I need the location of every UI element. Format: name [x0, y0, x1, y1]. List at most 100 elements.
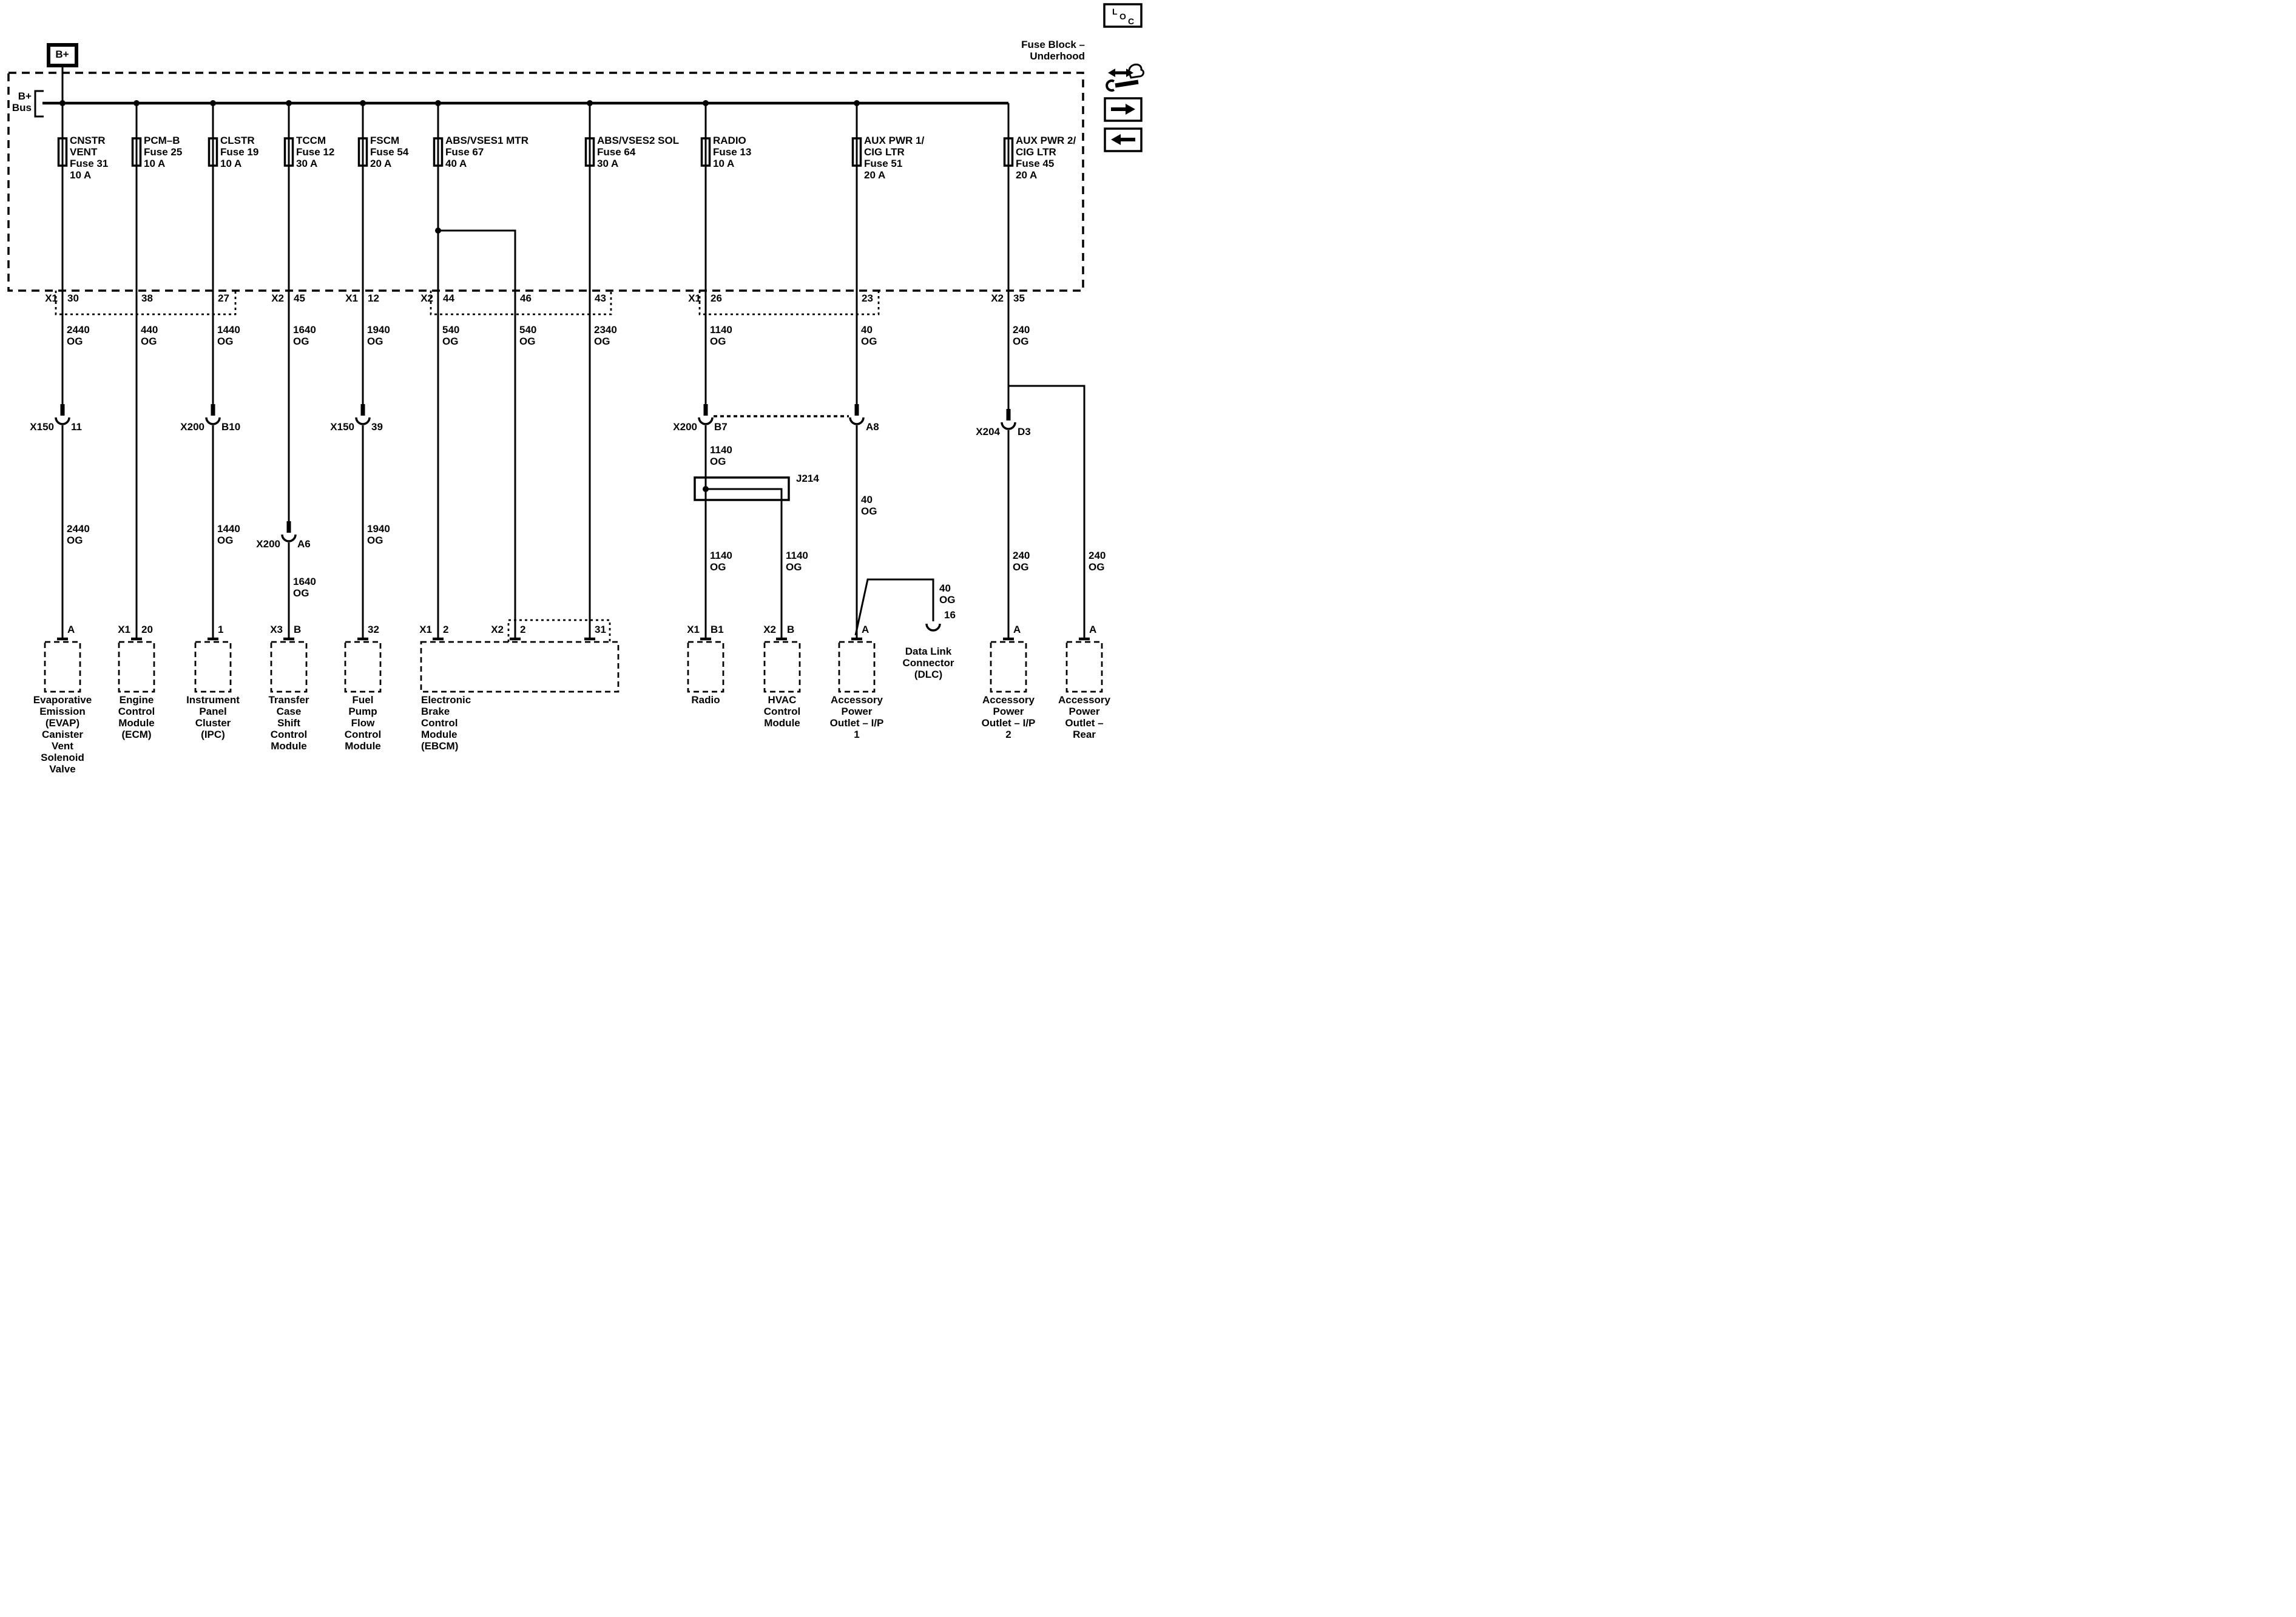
fuse-symbol	[359, 138, 367, 166]
wire-label: 1640 OG	[293, 576, 316, 599]
fuse-symbol	[702, 138, 710, 166]
comp-pin: 20	[141, 624, 153, 635]
wire-label: 2440 OG	[67, 324, 90, 347]
wire-label: 2340 OG	[594, 324, 617, 347]
wire-label: 40 OG	[861, 324, 877, 347]
inline-conn-pin: B10	[221, 421, 241, 433]
loc-letter-o: O	[1119, 12, 1126, 21]
fuse-symbol	[285, 138, 293, 166]
wire-label: 1440 OG	[217, 324, 240, 347]
wire-label: 540 OG	[442, 324, 460, 347]
wire-label: 2440 OG	[67, 523, 90, 546]
component-name: Accessory Power Outlet – Rear	[1058, 694, 1110, 740]
b-plus-label: B+	[55, 49, 69, 60]
component-boxes	[45, 642, 1102, 692]
wire-rear-outlet	[1008, 386, 1084, 639]
service-info-icon[interactable]	[1107, 64, 1143, 90]
inline-conn-pin: A8	[866, 421, 879, 433]
inline-conn-name: X200	[256, 538, 280, 550]
block-pin: 26	[711, 292, 722, 304]
fuse-label: ABS/VSES1 MTR Fuse 67 40 A	[445, 135, 528, 169]
inline-conn-name: X200	[673, 421, 697, 433]
b-plus-terminal-box	[49, 45, 76, 66]
fuse-block-title: Fuse Block – Underhood	[1021, 39, 1085, 62]
wire-label: 240 OG	[1089, 550, 1106, 573]
fuse-symbol	[133, 138, 141, 166]
component-name: Evaporative Emission (EVAP) Canister Ven…	[33, 694, 92, 775]
block-pin-conn: X2	[420, 292, 433, 304]
block-pin: 12	[368, 292, 379, 304]
block-pin-conn: X1	[45, 292, 58, 304]
dlc-name: Data Link Connector (DLC)	[902, 646, 954, 680]
comp-pin: A	[67, 624, 75, 635]
comp-pin-conn: X3	[270, 624, 283, 635]
component-name: Accessory Power Outlet – I/P 1	[829, 694, 884, 740]
wire-dlc-branch	[856, 579, 933, 635]
block-pin: 23	[862, 292, 873, 304]
wire-label: 240 OG	[1013, 324, 1030, 347]
block-pin: 43	[595, 292, 606, 304]
fuse-symbol	[59, 138, 67, 166]
fuse-symbols	[59, 138, 1013, 166]
fuse-symbol	[853, 138, 861, 166]
ipc-box	[195, 642, 231, 692]
fuse-symbol	[1005, 138, 1013, 166]
tcscm-box	[271, 642, 306, 692]
prev-page-icon[interactable]	[1105, 129, 1141, 151]
schematic-graphics	[0, 0, 1148, 808]
comp-pin-conn: X2	[491, 624, 504, 635]
fuse-block-border	[8, 73, 1083, 291]
block-pin-conn: X1	[688, 292, 701, 304]
wire-label: 1440 OG	[217, 523, 240, 546]
comp-pin: 2	[520, 624, 526, 635]
wire-label: 1640 OG	[293, 324, 316, 347]
loc-letter-l: L	[1112, 7, 1118, 16]
fuse-label: TCCM Fuse 12 30 A	[296, 135, 335, 169]
fuse-label: CLSTR Fuse 19 10 A	[220, 135, 259, 169]
fuse-label: AUX PWR 2/ CIG LTR Fuse 45 20 A	[1016, 135, 1076, 181]
fuse-label: RADIO Fuse 13 10 A	[713, 135, 752, 169]
comp-pin: 32	[368, 624, 379, 635]
comp-pin: 2	[443, 624, 449, 635]
block-pin: 46	[520, 292, 532, 304]
comp-pin: 1	[218, 624, 224, 635]
block-pin: 45	[294, 292, 305, 304]
wire-label: 240 OG	[1013, 550, 1030, 573]
fuse-symbol	[209, 138, 217, 166]
outlet-ip1-box	[839, 642, 874, 692]
component-name: Radio	[691, 694, 720, 706]
wire-label: 440 OG	[141, 324, 158, 347]
inline-conn-name: X204	[976, 426, 1000, 437]
fuse-label: AUX PWR 1/ CIG LTR Fuse 51 20 A	[864, 135, 925, 181]
comp-pin-conn: X1	[687, 624, 700, 635]
block-pin-conn: X2	[991, 292, 1004, 304]
fuse-label: PCM–B Fuse 25 10 A	[144, 135, 183, 169]
fuse-label: FSCM Fuse 54 20 A	[370, 135, 409, 169]
wire-label: 1940 OG	[367, 324, 390, 347]
component-name: HVAC Control Module	[763, 694, 801, 729]
bus-label: B+ Bus	[12, 90, 32, 113]
evap-box	[45, 642, 80, 692]
loc-button-box[interactable]	[1104, 4, 1141, 27]
comp-pin: B	[294, 624, 302, 635]
comp-pin: B	[787, 624, 795, 635]
fpfcm-box	[345, 642, 380, 692]
dlc-pin-label: 16	[944, 609, 956, 621]
wire-hvac	[706, 489, 782, 639]
block-pin: 30	[67, 292, 79, 304]
block-pin: 27	[218, 292, 229, 304]
comp-pin: A	[1089, 624, 1097, 635]
next-page-icon[interactable]	[1105, 98, 1141, 121]
wire-label: 540 OG	[519, 324, 537, 347]
component-name: Electronic Brake Control Module (EBCM)	[421, 694, 471, 752]
block-pin: 44	[443, 292, 454, 304]
inline-connector-symbols	[56, 404, 1015, 630]
wire-label: 1140 OG	[710, 324, 732, 347]
wires	[62, 66, 1084, 639]
outlet-rear-box	[1067, 642, 1102, 692]
ebcm-x2-connector-box	[508, 620, 610, 642]
block-pin-conn: X2	[271, 292, 284, 304]
component-name: Accessory Power Outlet – I/P 2	[981, 694, 1036, 740]
component-name: Instrument Panel Cluster (IPC)	[186, 694, 240, 740]
dlc-pin-cup	[927, 624, 940, 630]
